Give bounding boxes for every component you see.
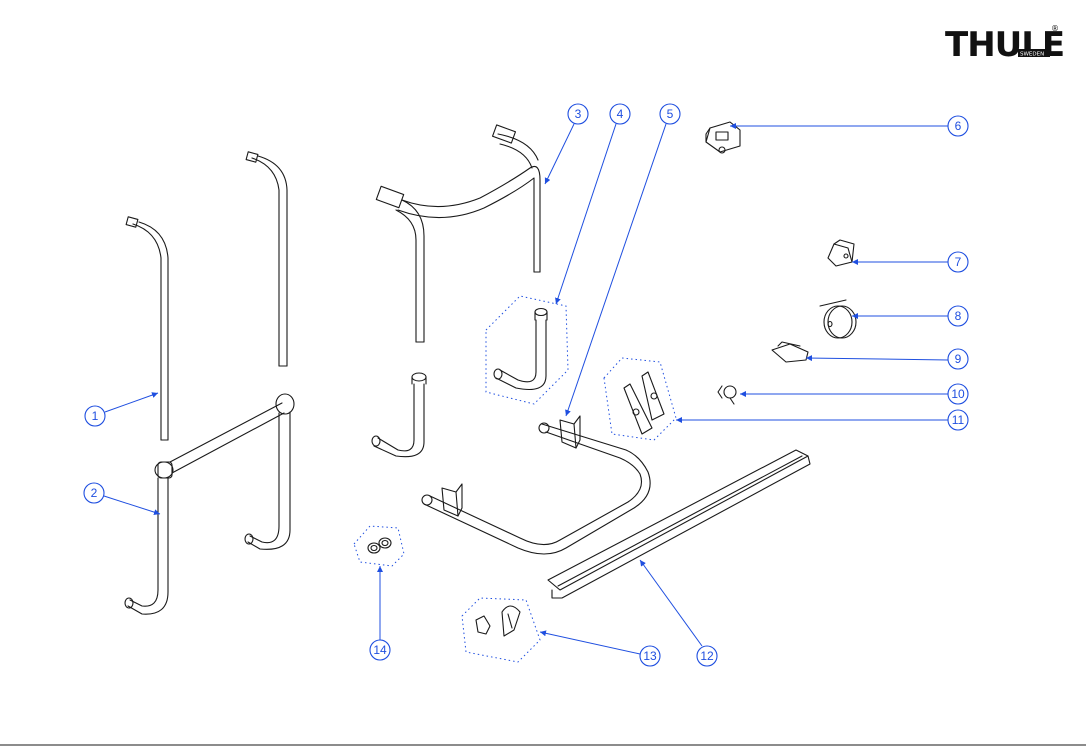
logo-text: THULE — [945, 25, 1064, 65]
thule-logo: THULE SWEDEN ® — [945, 24, 1065, 65]
group-outline-13 — [461, 597, 541, 663]
part-upright-tube — [245, 151, 288, 367]
part-11-straps — [623, 371, 665, 435]
callout-circle — [947, 305, 969, 327]
callout-4: 4 — [609, 103, 631, 125]
callout-circle — [947, 115, 969, 137]
callout-2: 2 — [83, 482, 105, 504]
callout-label: 7 — [955, 255, 962, 269]
part-4-j-tube — [493, 307, 548, 391]
callout-label: 11 — [952, 413, 965, 427]
callout-circle — [947, 251, 969, 273]
callout-label: 12 — [700, 649, 714, 663]
logo-subtext: SWEDEN — [1020, 52, 1044, 58]
callout-label: 1 — [92, 409, 99, 423]
part-5-base-frame — [421, 415, 651, 555]
part-1-bent-tube — [125, 216, 169, 441]
callout-circle — [696, 645, 718, 667]
callout-5: 5 — [659, 103, 681, 125]
callout-circle — [369, 639, 391, 661]
callout-3: 3 — [567, 103, 589, 125]
callout-12: 12 — [696, 645, 718, 667]
callout-label: 8 — [955, 309, 962, 323]
callout-10: 10 — [947, 383, 969, 405]
callout-label: 2 — [91, 486, 98, 500]
callout-circle — [567, 103, 589, 125]
part-6-clamp — [705, 121, 741, 154]
callout-circle — [84, 405, 106, 427]
part-12-rail — [547, 449, 811, 599]
callout-label: 3 — [575, 107, 582, 121]
callout-6: 6 — [947, 115, 969, 137]
callout-1: 1 — [84, 405, 106, 427]
part-j-tube — [371, 372, 427, 458]
callout-label: 13 — [643, 649, 657, 663]
registered-mark: ® — [1051, 24, 1059, 33]
callout-circle — [609, 103, 631, 125]
callout-8: 8 — [947, 305, 969, 327]
callout-circle — [947, 409, 969, 431]
callout-label: 14 — [373, 643, 387, 657]
callout-circle — [947, 383, 969, 405]
callout-circle — [947, 348, 969, 370]
callout-circle — [639, 645, 661, 667]
part-13-fittings — [475, 605, 521, 637]
part-7-bracket — [827, 239, 855, 267]
part-3-upper-frame — [375, 124, 541, 343]
part-8-strap-roll — [819, 299, 857, 339]
group-outline-4 — [485, 295, 569, 405]
callout-13: 13 — [639, 645, 661, 667]
part-9-buckle — [771, 341, 809, 363]
callout-label: 9 — [955, 352, 962, 366]
callout-11: 11 — [947, 409, 969, 431]
callout-label: 10 — [951, 387, 965, 401]
callout-label: 6 — [955, 119, 962, 133]
part-10-knob — [717, 385, 737, 405]
callout-label: 4 — [617, 107, 624, 121]
part-2-lower-frame — [124, 393, 295, 615]
callout-circle — [83, 482, 105, 504]
part-14-caps — [367, 537, 392, 554]
callout-9: 9 — [947, 348, 969, 370]
callout-7: 7 — [947, 251, 969, 273]
callout-label: 5 — [667, 107, 674, 121]
callout-circle — [659, 103, 681, 125]
callout-14: 14 — [369, 639, 391, 661]
